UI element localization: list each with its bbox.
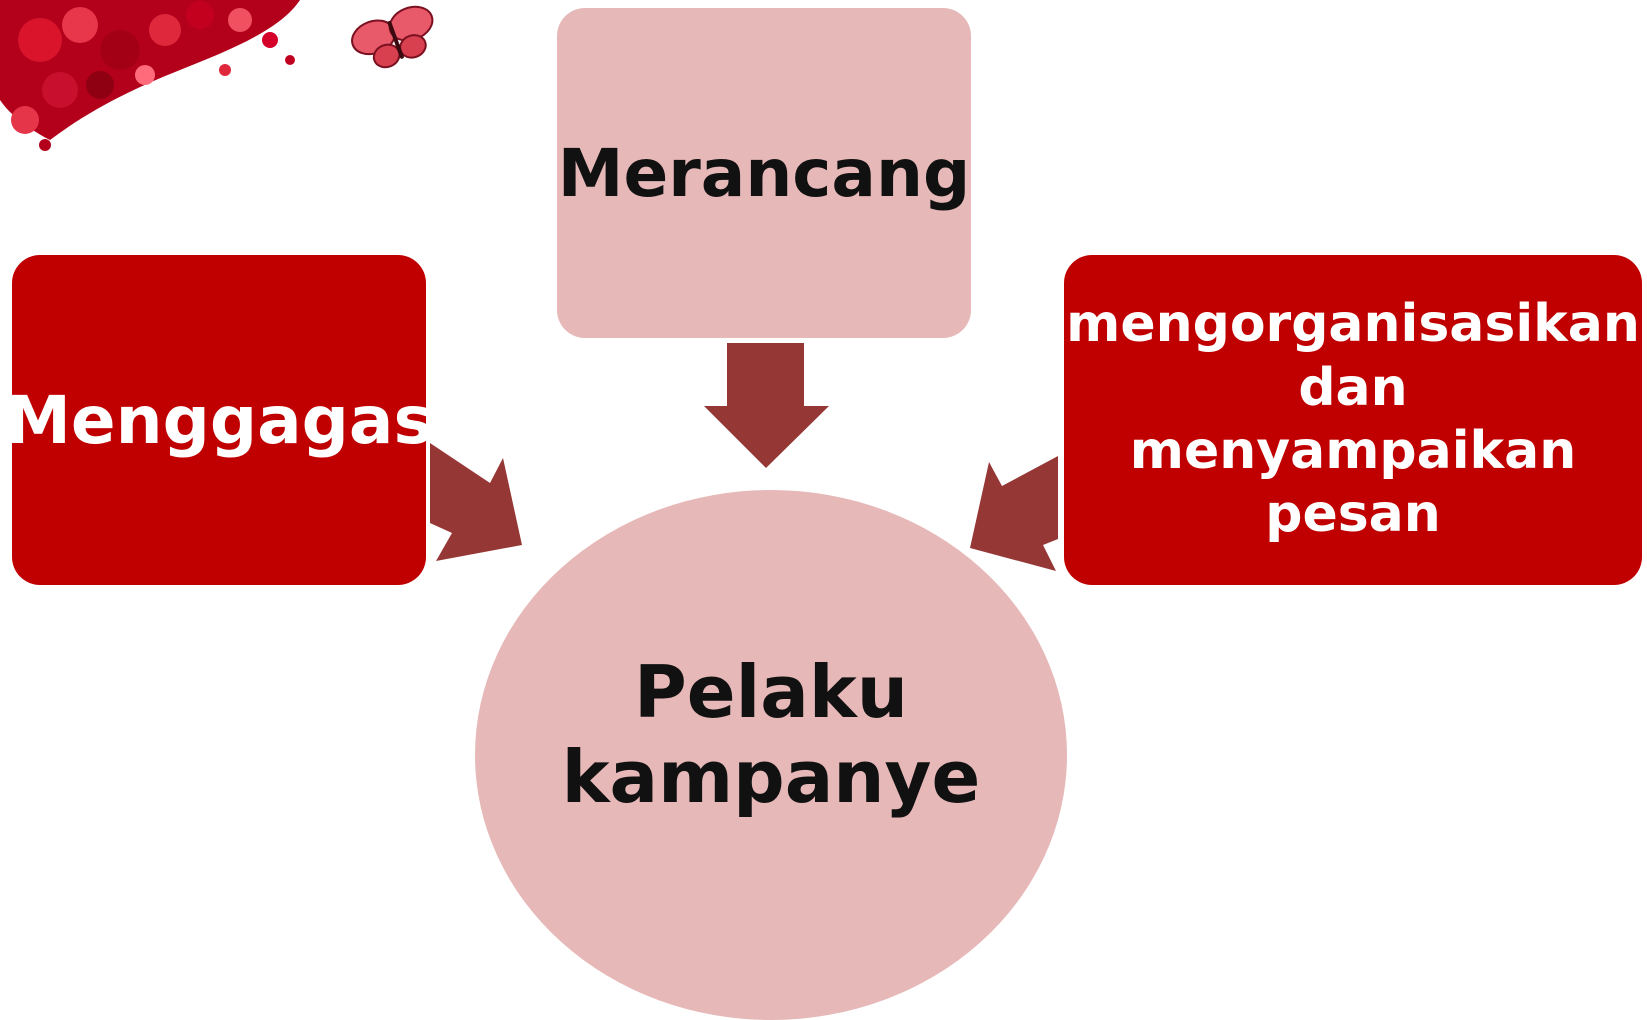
node-top-box: Merancang [557, 8, 971, 338]
node-left-label: Menggagas [5, 381, 433, 459]
node-top-label: Merancang [557, 134, 971, 212]
node-right-line: dan [1298, 357, 1408, 418]
center-circle: Pelaku kampanye [475, 490, 1067, 1020]
node-right-box: mengorganisasikan dan menyampaikan pesan [1064, 255, 1642, 585]
arrow-right-to-center [970, 456, 1058, 571]
node-left-box: Menggagas [5, 255, 433, 585]
arrow-left-to-center [430, 443, 522, 561]
node-right-line: mengorganisasikan [1066, 294, 1640, 355]
butterfly-decoration [0, 0, 434, 151]
butterfly-icon [351, 5, 434, 69]
arrow-top-to-center [704, 343, 829, 468]
node-right-line: menyampaikan [1129, 421, 1577, 481]
center-label-line: Pelaku [633, 650, 908, 735]
center-label-line: kampanye [561, 735, 981, 819]
node-right-line: pesan [1265, 484, 1441, 545]
red-butterfly-cluster-icon [0, 0, 300, 151]
